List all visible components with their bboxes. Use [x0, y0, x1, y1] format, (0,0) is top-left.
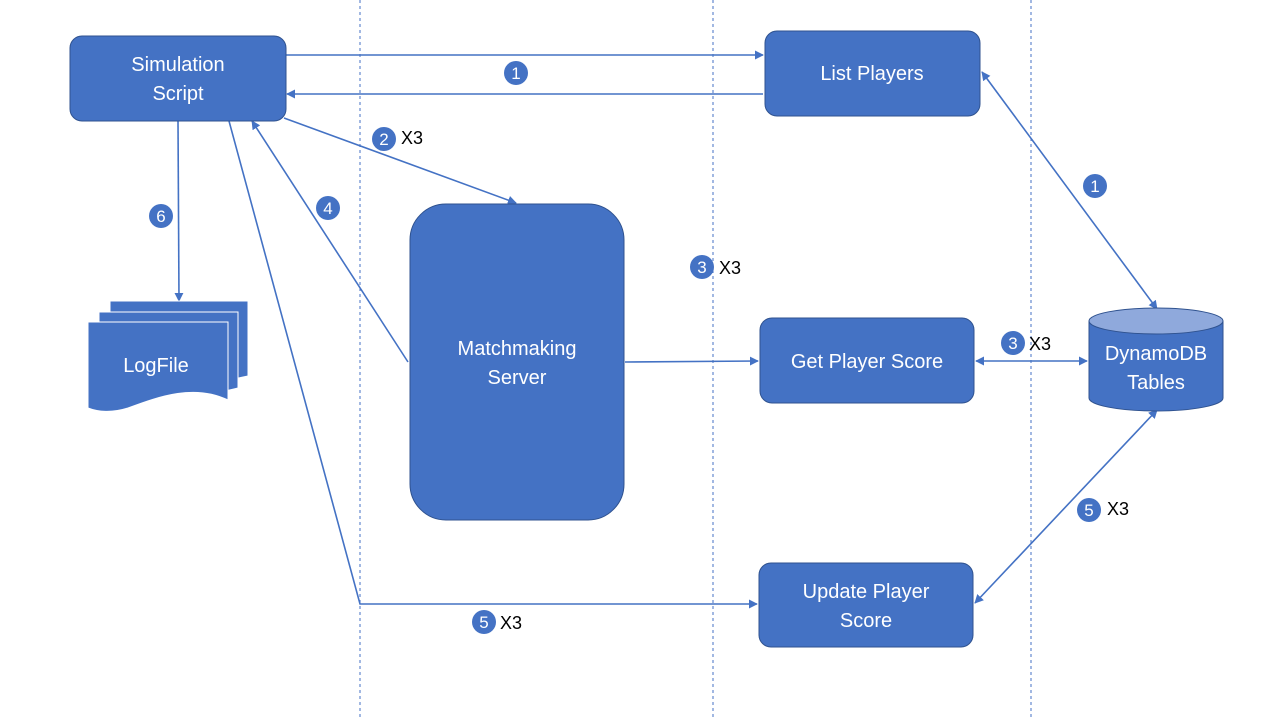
dynamodb-tables-label-line1: DynamoDB: [1105, 343, 1207, 365]
step-number: 1: [1090, 177, 1099, 196]
matchmaking-server-node: Matchmaking Server: [409, 203, 625, 521]
step-number: 3: [1008, 334, 1017, 353]
step-badge-1-list-players-call: 1: [504, 61, 528, 85]
step-badge-3-get-score-call: 3 X3: [690, 255, 741, 279]
step-badge-6-logfile: 6: [149, 204, 173, 228]
step-number: 4: [323, 199, 332, 218]
edge-matchmaking-to-script: [251, 120, 409, 363]
update-player-score-label-line2: Score: [840, 610, 892, 632]
step-number: 2: [379, 130, 388, 149]
get-player-score-label: Get Player Score: [791, 351, 943, 373]
step-multiplier: X3: [401, 128, 423, 148]
dynamodb-tables-node: DynamoDB Tables: [1088, 307, 1224, 412]
step-badge-4-matchmaking-return: 4: [316, 196, 340, 220]
step-number: 1: [511, 64, 520, 83]
step-badge-1-list-players-db: 1: [1083, 174, 1107, 198]
simulation-script-label-line2: Script: [152, 83, 204, 105]
simulation-script-node: Simulation Script: [69, 35, 287, 122]
logfile-node: LogFile: [87, 300, 249, 412]
edge-list-players-dynamodb: [981, 71, 1158, 310]
step-number: 6: [156, 207, 165, 226]
matchmaking-server-label-line1: Matchmaking: [458, 338, 577, 360]
step-badge-3-get-score-db: 3 X3: [1001, 331, 1051, 355]
step-multiplier: X3: [719, 258, 741, 278]
step-badge-5-update-score-db: 5 X3: [1077, 498, 1129, 522]
step-multiplier: X3: [1107, 499, 1129, 519]
list-players-label: List Players: [820, 63, 923, 85]
matchmaking-server-label-line2: Server: [488, 367, 547, 389]
step-number: 5: [1084, 501, 1093, 520]
edge-script-to-matchmaking: [283, 117, 517, 205]
dynamodb-tables-label-line2: Tables: [1127, 372, 1185, 394]
logfile-label: LogFile: [123, 355, 189, 377]
edge-matchmaking-to-get-score: [624, 356, 759, 366]
edge-script-to-logfile: [174, 120, 184, 302]
update-player-score-label-line1: Update Player: [803, 581, 930, 603]
step-multiplier: X3: [1029, 334, 1051, 354]
update-player-score-node: Update Player Score: [758, 562, 974, 648]
edge-update-score-dynamodb: [974, 409, 1158, 604]
step-badge-2-matchmaking-call: 2 X3: [372, 127, 423, 151]
step-number: 5: [479, 613, 488, 632]
step-number: 3: [697, 258, 706, 277]
step-badge-5-update-score-call: 5 X3: [472, 610, 522, 634]
list-players-node: List Players: [764, 30, 981, 117]
simulation-script-label-line1: Simulation: [131, 54, 224, 76]
get-player-score-node: Get Player Score: [759, 317, 975, 404]
edge-script-to-update-score: [228, 120, 758, 609]
step-multiplier: X3: [500, 613, 522, 633]
